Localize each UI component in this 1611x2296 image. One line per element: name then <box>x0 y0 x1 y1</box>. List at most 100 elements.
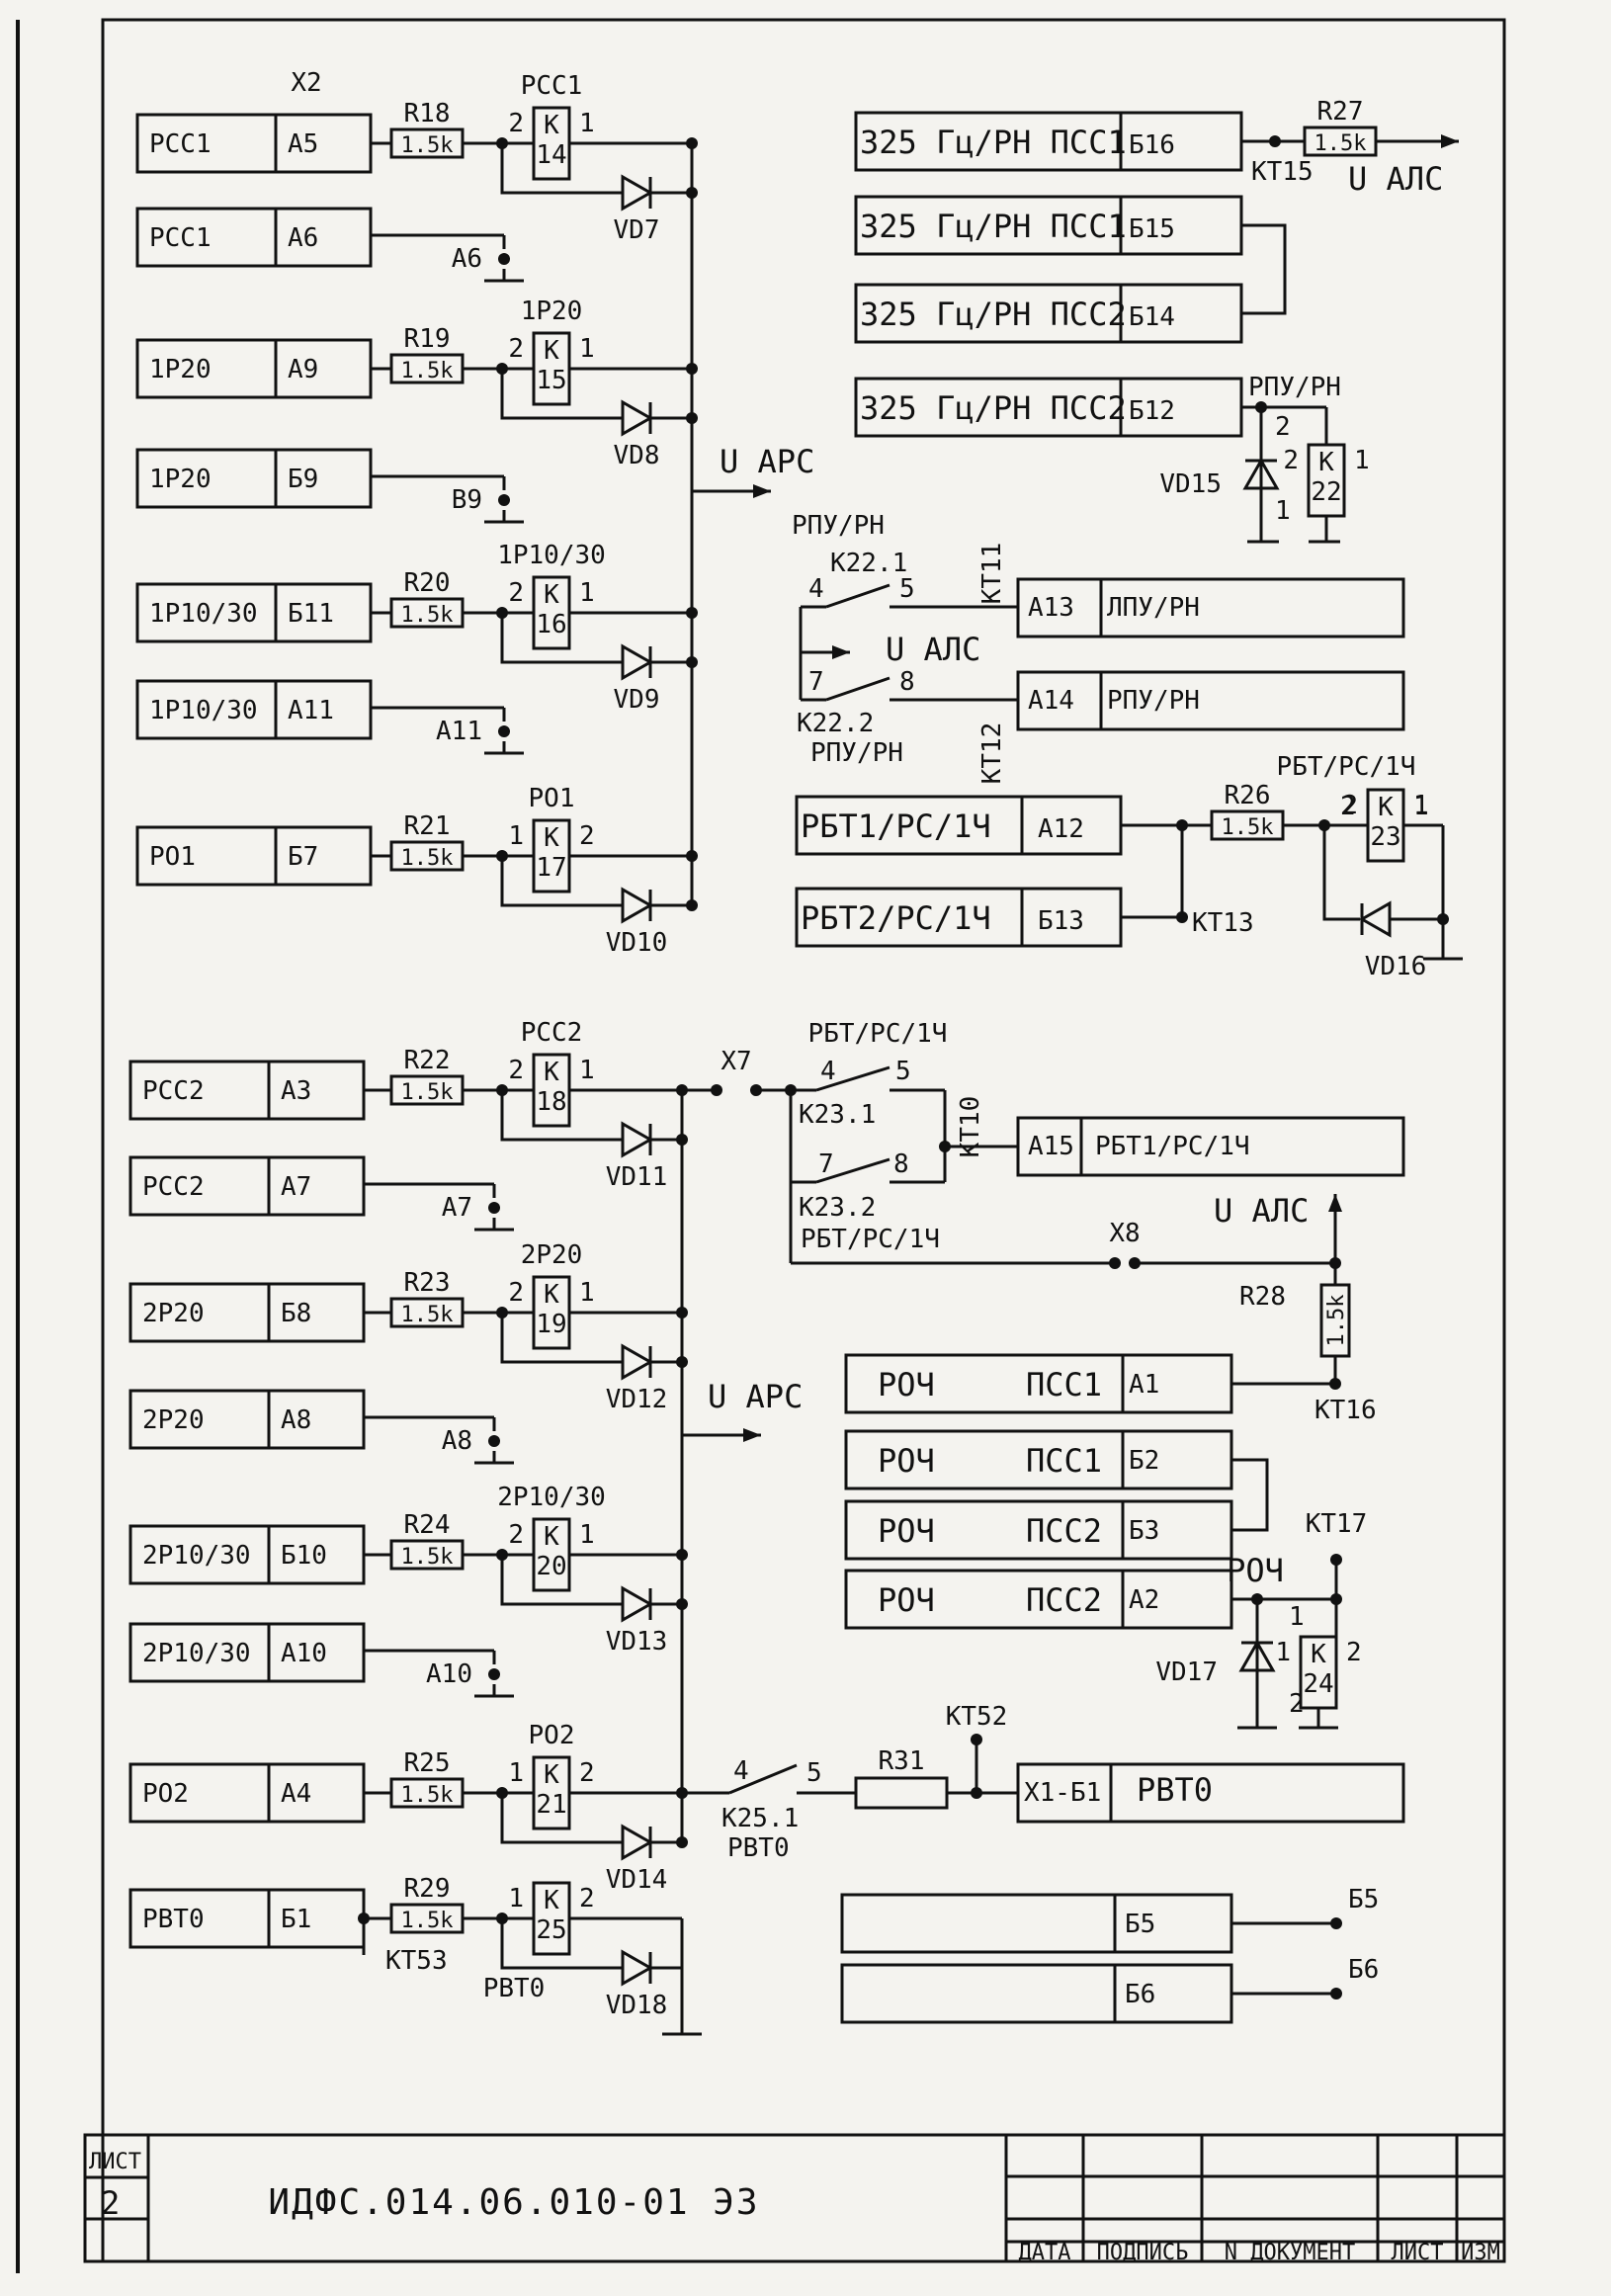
arrow-head <box>1328 1194 1342 1212</box>
relay-pin: 1 <box>579 109 595 138</box>
blank-row-out: Б6 <box>1348 1955 1379 1985</box>
left-row-pin: Б1 <box>281 1905 311 1934</box>
contact-pin: 8 <box>899 667 915 697</box>
relay-number: 25 <box>536 1915 566 1945</box>
output-name: РВТ0 <box>1137 1771 1213 1809</box>
relay-pin: 1 <box>508 1758 524 1788</box>
psc-row-pin: Б12 <box>1129 396 1175 426</box>
title-col-label: ПОДПИСЬ <box>1097 2241 1189 2265</box>
left-row-pin: А10 <box>281 1639 327 1668</box>
relay-name: 2Р20 <box>521 1240 583 1270</box>
left-row-pin: А6 <box>288 223 318 253</box>
diode-triangle <box>621 399 654 437</box>
relay-number: 18 <box>536 1087 566 1117</box>
contact-pin: 7 <box>808 667 824 697</box>
relay-name: РО2 <box>529 1721 575 1750</box>
contact-blade <box>825 583 890 609</box>
left-row-pin: А3 <box>281 1076 311 1106</box>
contact-pin: 5 <box>806 1758 822 1788</box>
contact-label: К23.1 <box>799 1100 876 1130</box>
resistor-ref: R26 <box>1225 781 1271 810</box>
output-name: ЛПУ/РН <box>1107 593 1200 623</box>
roch-row-pin: А1 <box>1129 1370 1159 1400</box>
resistor-value: 1.5k <box>401 1545 454 1570</box>
junction-dot <box>1330 1554 1342 1566</box>
output-pin: Х1-Б1 <box>1024 1778 1101 1808</box>
blank-row-box <box>840 1893 1233 1954</box>
diode-label: VD14 <box>606 1865 668 1895</box>
diode-triangle <box>621 887 654 924</box>
resistor-ref: R24 <box>404 1510 451 1540</box>
left-row-name: РО2 <box>142 1779 189 1809</box>
left-row-name: 2Р10/30 <box>142 1541 251 1571</box>
diode-triangle <box>1358 900 1392 938</box>
resistor-value: 1.5k <box>401 603 454 628</box>
relay-name: РСС2 <box>521 1018 583 1048</box>
output-row-box <box>1016 1116 1405 1177</box>
psc-row-pin: Б15 <box>1129 214 1175 244</box>
resistor-value: 1.5k <box>401 846 454 871</box>
relay-name: РПУ/РН <box>792 511 885 541</box>
sheet-number: 2 <box>101 2184 120 2222</box>
relay-pin: 1 <box>1289 1602 1305 1632</box>
connector-dot <box>1109 1257 1121 1269</box>
diode-label: VD10 <box>606 928 668 958</box>
left-row-pin: А8 <box>281 1405 311 1435</box>
diode-triangle <box>1242 457 1280 490</box>
psc-row-pin: Б14 <box>1129 302 1175 332</box>
wire <box>500 1090 623 1142</box>
diode-label: VD15 <box>1159 469 1222 499</box>
rbt-row-pin: Б13 <box>1038 906 1084 936</box>
testpoint-label: КТ16 <box>1314 1396 1377 1425</box>
relay-k: K <box>544 580 559 610</box>
relay-pin: 2 <box>579 1884 595 1913</box>
contact-label: РВТ0 <box>727 1833 790 1863</box>
relay-pin: 2 <box>579 1758 595 1788</box>
relay-k: K <box>544 1522 559 1552</box>
contact-pin: 5 <box>895 1057 911 1086</box>
resistor-ref: R22 <box>404 1046 451 1075</box>
diode-label: VD18 <box>606 1991 668 2020</box>
left-row-name: 2Р20 <box>142 1405 205 1435</box>
relay-pin: 1 <box>579 1278 595 1308</box>
diode-label: VD13 <box>606 1627 668 1657</box>
resistor-value: 1.5k <box>1222 815 1274 840</box>
relay-number: 21 <box>536 1790 566 1820</box>
document-code: ИДФС.014.06.010-01 Э3 <box>268 2182 759 2223</box>
diode-label: VD12 <box>606 1385 668 1414</box>
relay-number: 15 <box>536 366 566 395</box>
testpoint-label: КТ17 <box>1306 1509 1368 1539</box>
junction-dot <box>1176 911 1188 923</box>
relay-name: РОЧ <box>1227 1552 1284 1589</box>
resistor-value: 1.5k <box>401 1909 454 1933</box>
arrow-head <box>1441 134 1459 148</box>
ualc-label-lower: U АЛС <box>1214 1192 1309 1230</box>
relay-pin: 2 <box>508 334 524 364</box>
bus-label-upper: U АРС <box>720 443 814 480</box>
junction-dot <box>488 1202 500 1214</box>
psc-row-name: 325 Гц/РН ПСС1 <box>860 124 1127 161</box>
relay-pin: 1 <box>1413 791 1429 820</box>
contact-label: К22.1 <box>830 549 907 578</box>
diode-label: VD7 <box>614 215 660 245</box>
junction-dot <box>498 494 510 506</box>
output-row-box <box>1016 577 1405 638</box>
relay-pin: 1 <box>579 334 595 364</box>
resistor-value: 1.5k <box>401 1080 454 1105</box>
resistor-value: 1.5k <box>401 133 454 158</box>
resistor <box>854 1776 949 1810</box>
diode-triangle <box>621 1343 654 1381</box>
wire <box>500 143 623 195</box>
rbt-row-name: РБТ2/РС/1Ч <box>801 899 991 937</box>
left-row-pin: А9 <box>288 355 318 384</box>
left-row-pin: Б11 <box>288 599 334 629</box>
roch-row-psc: ПСС2 <box>1026 1512 1102 1550</box>
relay-name: РБТ/РС/1Ч <box>801 1225 940 1254</box>
resistor-ref: R23 <box>404 1268 451 1298</box>
resistor-ref: R21 <box>404 811 451 841</box>
relay-k: K <box>1318 448 1334 477</box>
relay-name: РВТ0 <box>483 1974 546 2003</box>
resistor-ref: R20 <box>404 568 451 598</box>
relay-pin: 1 <box>1354 446 1370 475</box>
relay-pin: 1 <box>579 1056 595 1085</box>
